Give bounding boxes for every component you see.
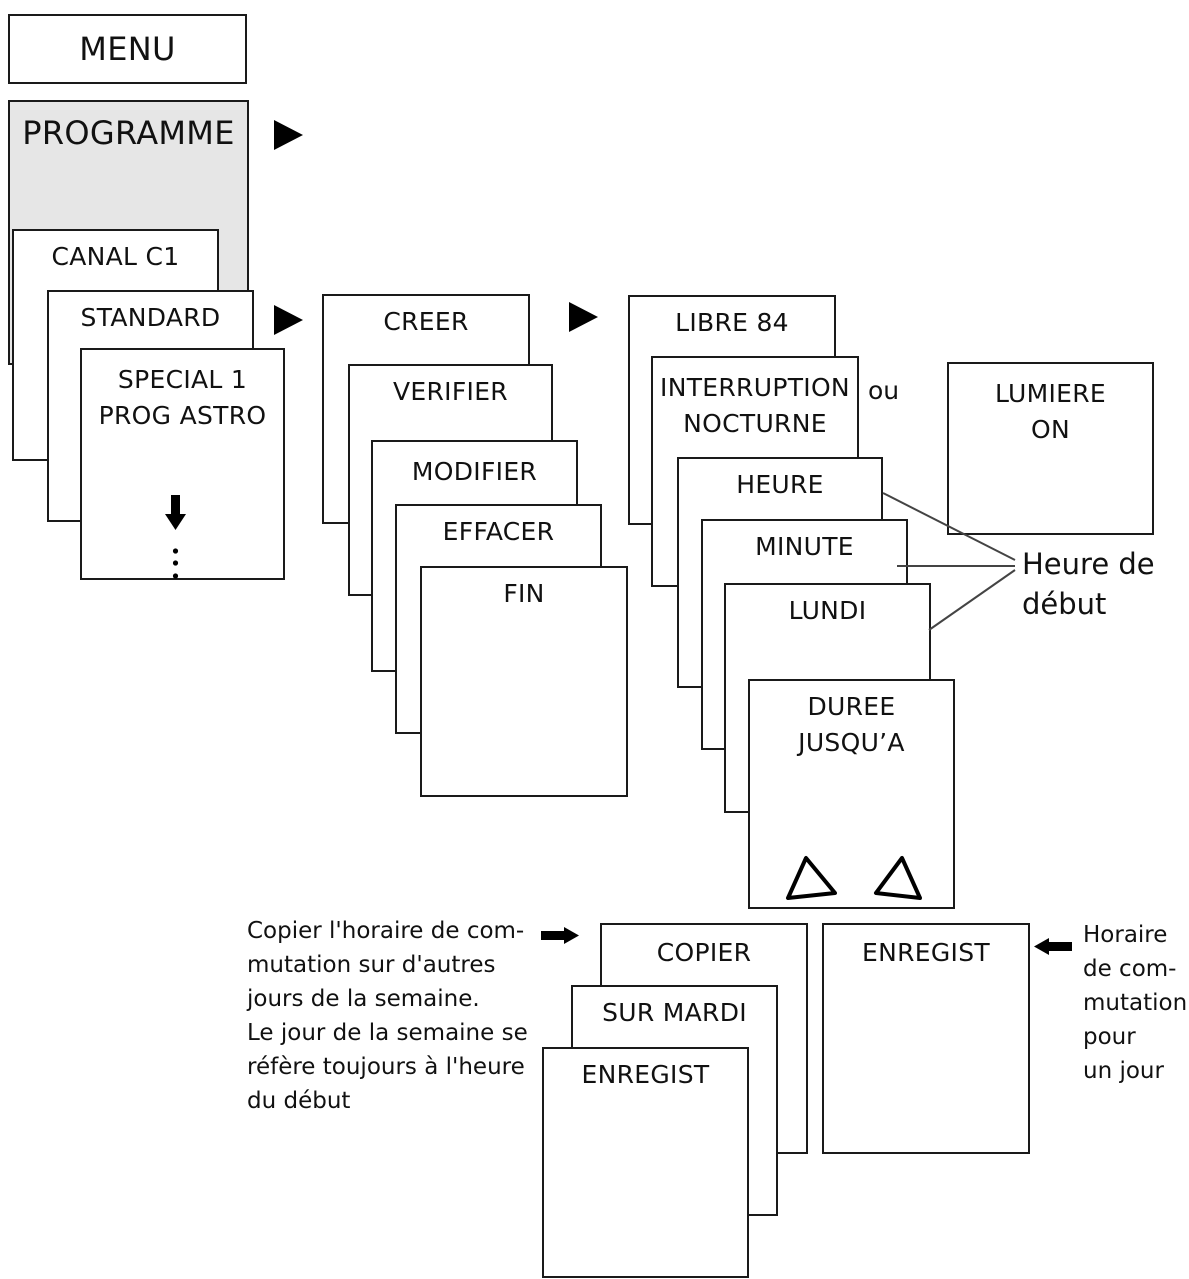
enregist-copy-box: ENREGIST xyxy=(542,1047,749,1278)
fin-label: FIN xyxy=(503,579,545,608)
interruption-label: INTERRUPTION NOCTURNE xyxy=(660,373,850,438)
lumiere-on-box: LUMIERE ON xyxy=(947,362,1154,535)
single-day-note: Horaire de com- mutation pour un jour xyxy=(1083,922,1188,1084)
enregist-single-label: ENREGIST xyxy=(862,938,990,967)
lundi-label: LUNDI xyxy=(788,596,867,625)
play-arrow-icon xyxy=(274,120,303,150)
libre-84-label: LIBRE 84 xyxy=(675,308,789,337)
play-arrow-icon xyxy=(274,305,303,335)
copier-label: COPIER xyxy=(656,938,752,967)
special-label: SPECIAL 1 PROG ASTRO xyxy=(98,365,267,430)
creer-label: CREER xyxy=(383,307,469,336)
modifier-label: MODIFIER xyxy=(411,457,538,486)
play-arrow-icon xyxy=(569,302,598,332)
special-box: SPECIAL 1 PROG ASTRO xyxy=(80,348,285,580)
enregist-single-box: ENREGIST xyxy=(822,923,1030,1154)
heure-label: HEURE xyxy=(736,470,824,499)
lumiere-on-label: LUMIERE ON xyxy=(995,379,1106,444)
left-arrow-icon xyxy=(1034,938,1072,955)
standard-label: STANDARD xyxy=(80,303,221,332)
menu-label: MENU xyxy=(79,30,176,68)
duree-label: DUREE JUSQU’A xyxy=(798,692,905,757)
ou-label: ou xyxy=(868,376,900,405)
sur-mardi-label: SUR MARDI xyxy=(602,998,747,1027)
programme-label: PROGRAMME xyxy=(22,114,235,152)
duree-box: DUREE JUSQU’A xyxy=(748,679,955,909)
minute-label: MINUTE xyxy=(755,532,854,561)
enregist-copy-label: ENREGIST xyxy=(581,1060,710,1089)
fin-box: FIN xyxy=(420,566,628,797)
menu-box: MENU xyxy=(8,14,247,84)
effacer-label: EFFACER xyxy=(442,517,555,546)
canal-c1-label: CANAL C1 xyxy=(51,242,180,271)
heure-de-debut-note: Heure de début xyxy=(1022,547,1155,621)
copy-explanation-note: Copier l'horaire de com- mutation sur d'… xyxy=(247,918,528,1114)
verifier-label: VERIFIER xyxy=(393,377,508,406)
right-arrow-icon xyxy=(541,927,579,944)
